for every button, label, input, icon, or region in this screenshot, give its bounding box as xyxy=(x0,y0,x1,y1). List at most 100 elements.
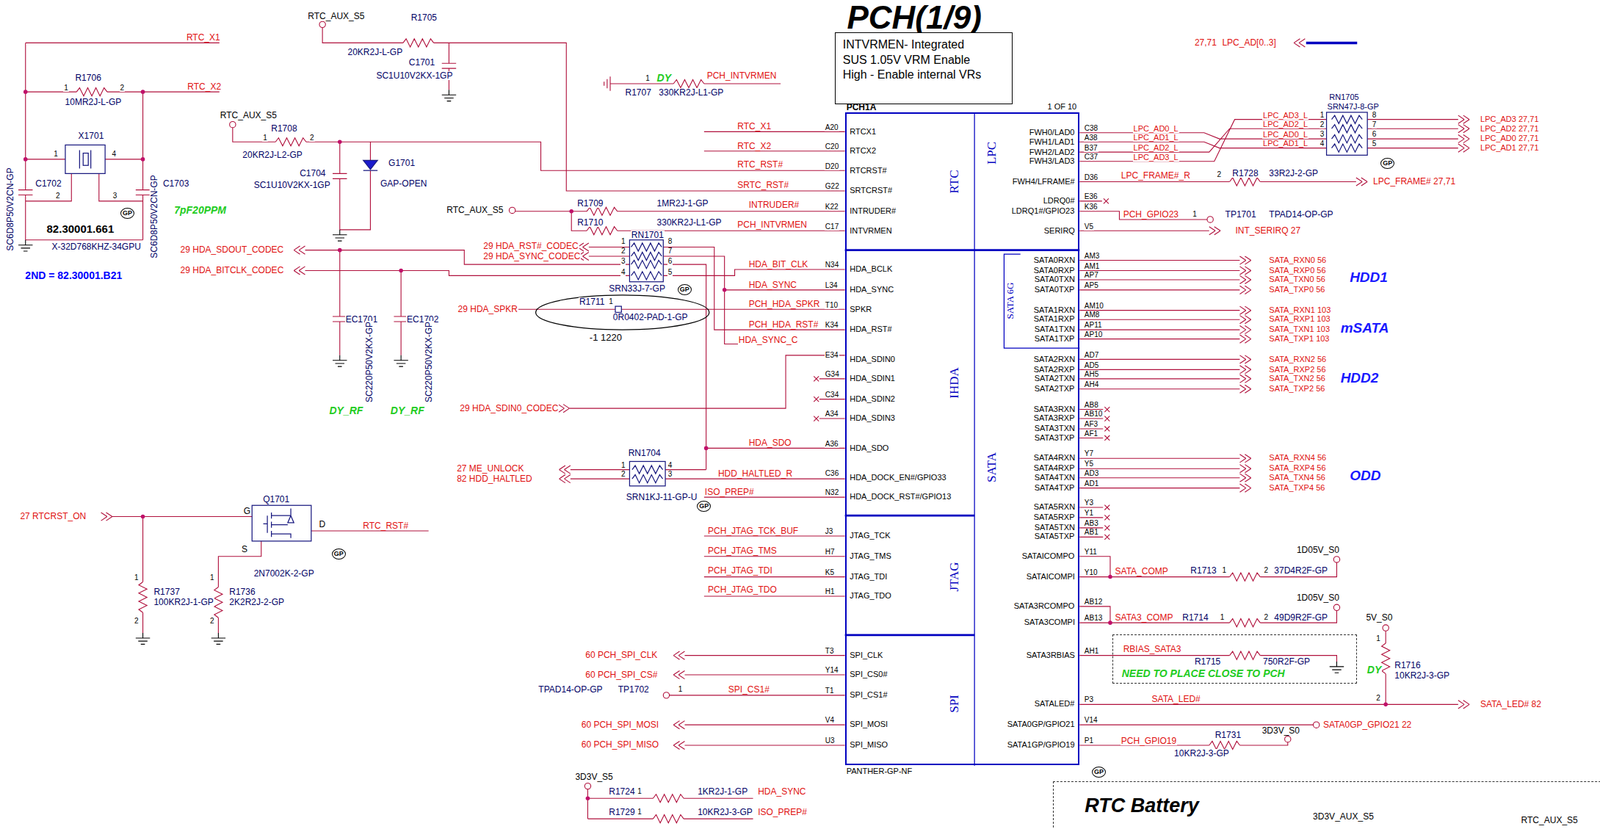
use-shape xyxy=(813,416,819,422)
signal-name: SATA_RXP4 56 xyxy=(1268,464,1327,473)
circle-shape xyxy=(319,21,326,28)
signal-name: SATA3_COMP xyxy=(1114,613,1175,622)
circle-shape xyxy=(508,207,515,213)
pin-name: SATALED# xyxy=(1033,699,1076,708)
signal-name: 60 PCH_SPI_CLK xyxy=(584,650,658,660)
note-text: NEED TO PLACE CLOSE TO PCH xyxy=(1121,667,1350,680)
part-label: 2K2R2J-2-GP xyxy=(228,597,285,607)
path-shape xyxy=(1003,254,1080,349)
signal-name: RTC_X2 xyxy=(186,82,222,92)
use-shape xyxy=(135,632,150,644)
part-label: R1731 xyxy=(1214,730,1242,740)
net-label: RTC_AUX_S5 xyxy=(306,11,365,21)
signal-name: SATA_TXP1 103 xyxy=(1268,334,1330,343)
part-label: R1711 xyxy=(578,297,606,307)
part-label: 0R0402-PAD-1-GP xyxy=(612,312,689,322)
pin-number: 3 xyxy=(620,257,627,266)
path-shape xyxy=(974,112,976,766)
part-label: RN1705 xyxy=(1328,93,1360,102)
signal-name: 29 HDA_BITCLK_CODEC xyxy=(179,265,285,275)
pin-number: AB3 xyxy=(1083,519,1100,528)
pin-name: SATA5RXP xyxy=(1033,513,1076,522)
section-label: SPI xyxy=(947,694,961,715)
part-label: R1714 xyxy=(1181,613,1209,622)
part-label: 1MR2J-1-GP xyxy=(656,198,710,208)
pin-number: AB13 xyxy=(1083,614,1103,622)
part-label: R1705 xyxy=(410,13,438,23)
note-text: INTVRMEN- Integrated xyxy=(842,37,1005,53)
use-shape xyxy=(1239,355,1251,364)
signal-name: LPC_FRAME#_R xyxy=(1120,171,1192,180)
pin-number: AM1 xyxy=(1083,262,1101,271)
path-shape xyxy=(1079,119,1327,162)
pin-number: AM10 xyxy=(1083,302,1105,310)
part-label: 20KR2J-L2-GP xyxy=(241,150,303,160)
signal-name: 60 PCH_SPI_MOSI xyxy=(580,720,660,730)
pin-number: L34 xyxy=(824,281,839,290)
part-label: 33R2J-2-GP xyxy=(1268,168,1319,178)
part-label: C1701 xyxy=(408,58,436,67)
pin-number: 7 xyxy=(1371,121,1378,129)
note-text: High - Enable internal VRs xyxy=(842,67,1005,83)
signal-name: PCH_GPIO23 xyxy=(1122,210,1180,219)
pin-number: AF3 xyxy=(1083,420,1099,429)
path-shape xyxy=(79,149,91,169)
use-shape xyxy=(559,475,571,484)
section-label: LPC xyxy=(985,140,998,166)
path-shape xyxy=(112,516,429,634)
use-shape xyxy=(631,251,663,260)
pin-name: JTAG_TMS xyxy=(848,552,893,561)
part-label: RN1701 xyxy=(630,230,665,240)
pin-name: SATA2RXP xyxy=(1033,365,1076,374)
circle-shape xyxy=(584,782,591,789)
use-shape xyxy=(1104,406,1110,412)
pin-number: T10 xyxy=(824,301,839,310)
pin-number: 1 xyxy=(262,134,269,142)
pin-name: HDA_DOCK_RST#/GPIO13 xyxy=(848,492,952,501)
signal-name: LPC_AD2_L xyxy=(1262,120,1309,129)
net-label: 5V_S0 xyxy=(1365,613,1393,622)
path-shape xyxy=(588,246,631,257)
part-label: SC6D8P50V2CN-GP xyxy=(149,174,159,259)
circle-shape xyxy=(1382,624,1389,631)
pin-name: SATA4TXP xyxy=(1033,483,1076,492)
pin-number: 7 xyxy=(667,247,674,255)
use-shape xyxy=(1239,326,1251,335)
rect-shape xyxy=(629,240,664,282)
signal-name: RTC_X1 xyxy=(185,33,222,42)
signal-name: SATA_TXP0 56 xyxy=(1268,285,1326,294)
use-shape xyxy=(586,207,618,216)
use-shape xyxy=(1458,115,1470,124)
pin-number: T3 xyxy=(824,647,835,655)
pin-number: A34 xyxy=(824,410,840,418)
path-shape xyxy=(1079,201,1209,231)
use-shape xyxy=(1458,143,1470,152)
circle-shape xyxy=(704,446,709,451)
pin-name: SATA1GP/GPIO19 xyxy=(1006,740,1076,749)
net-label: 3D3V_S0 xyxy=(1261,726,1301,736)
pin-name: SATA2RXN xyxy=(1033,355,1076,364)
component-symbols xyxy=(65,112,1368,542)
ellipse-shape xyxy=(536,295,710,330)
net-label: 1D05V_S0 xyxy=(1296,545,1341,555)
part-label: R1716 xyxy=(1393,660,1421,670)
part-label: X1701 xyxy=(77,131,106,141)
part-label: SC1U10V2KX-1GP xyxy=(375,71,454,81)
net-label: RTC_AUX_S5 xyxy=(445,205,504,215)
signal-name: PCH_JTAG_TMS xyxy=(707,546,778,556)
part-label: 10MR2J-L-GP xyxy=(64,97,123,107)
use-shape xyxy=(1104,416,1110,422)
pin-number: B37 xyxy=(1083,144,1099,152)
part-label: TPAD14-OP-GP xyxy=(537,685,603,694)
net-label: 3D3V_S5 xyxy=(574,772,614,782)
circle-shape xyxy=(1383,702,1388,708)
use-shape xyxy=(1458,124,1470,133)
pin-number: 1 xyxy=(607,298,614,306)
pin-name: SATA4RXP xyxy=(1033,464,1076,473)
signal-name: PCH_GPIO19 xyxy=(1120,736,1178,746)
signal-name: LPC_AD0_L xyxy=(1262,130,1309,139)
net-label: RTC_AUX_S5 xyxy=(1520,815,1579,825)
use-shape xyxy=(18,240,33,252)
path-shape xyxy=(305,250,631,277)
use-shape xyxy=(586,226,618,235)
